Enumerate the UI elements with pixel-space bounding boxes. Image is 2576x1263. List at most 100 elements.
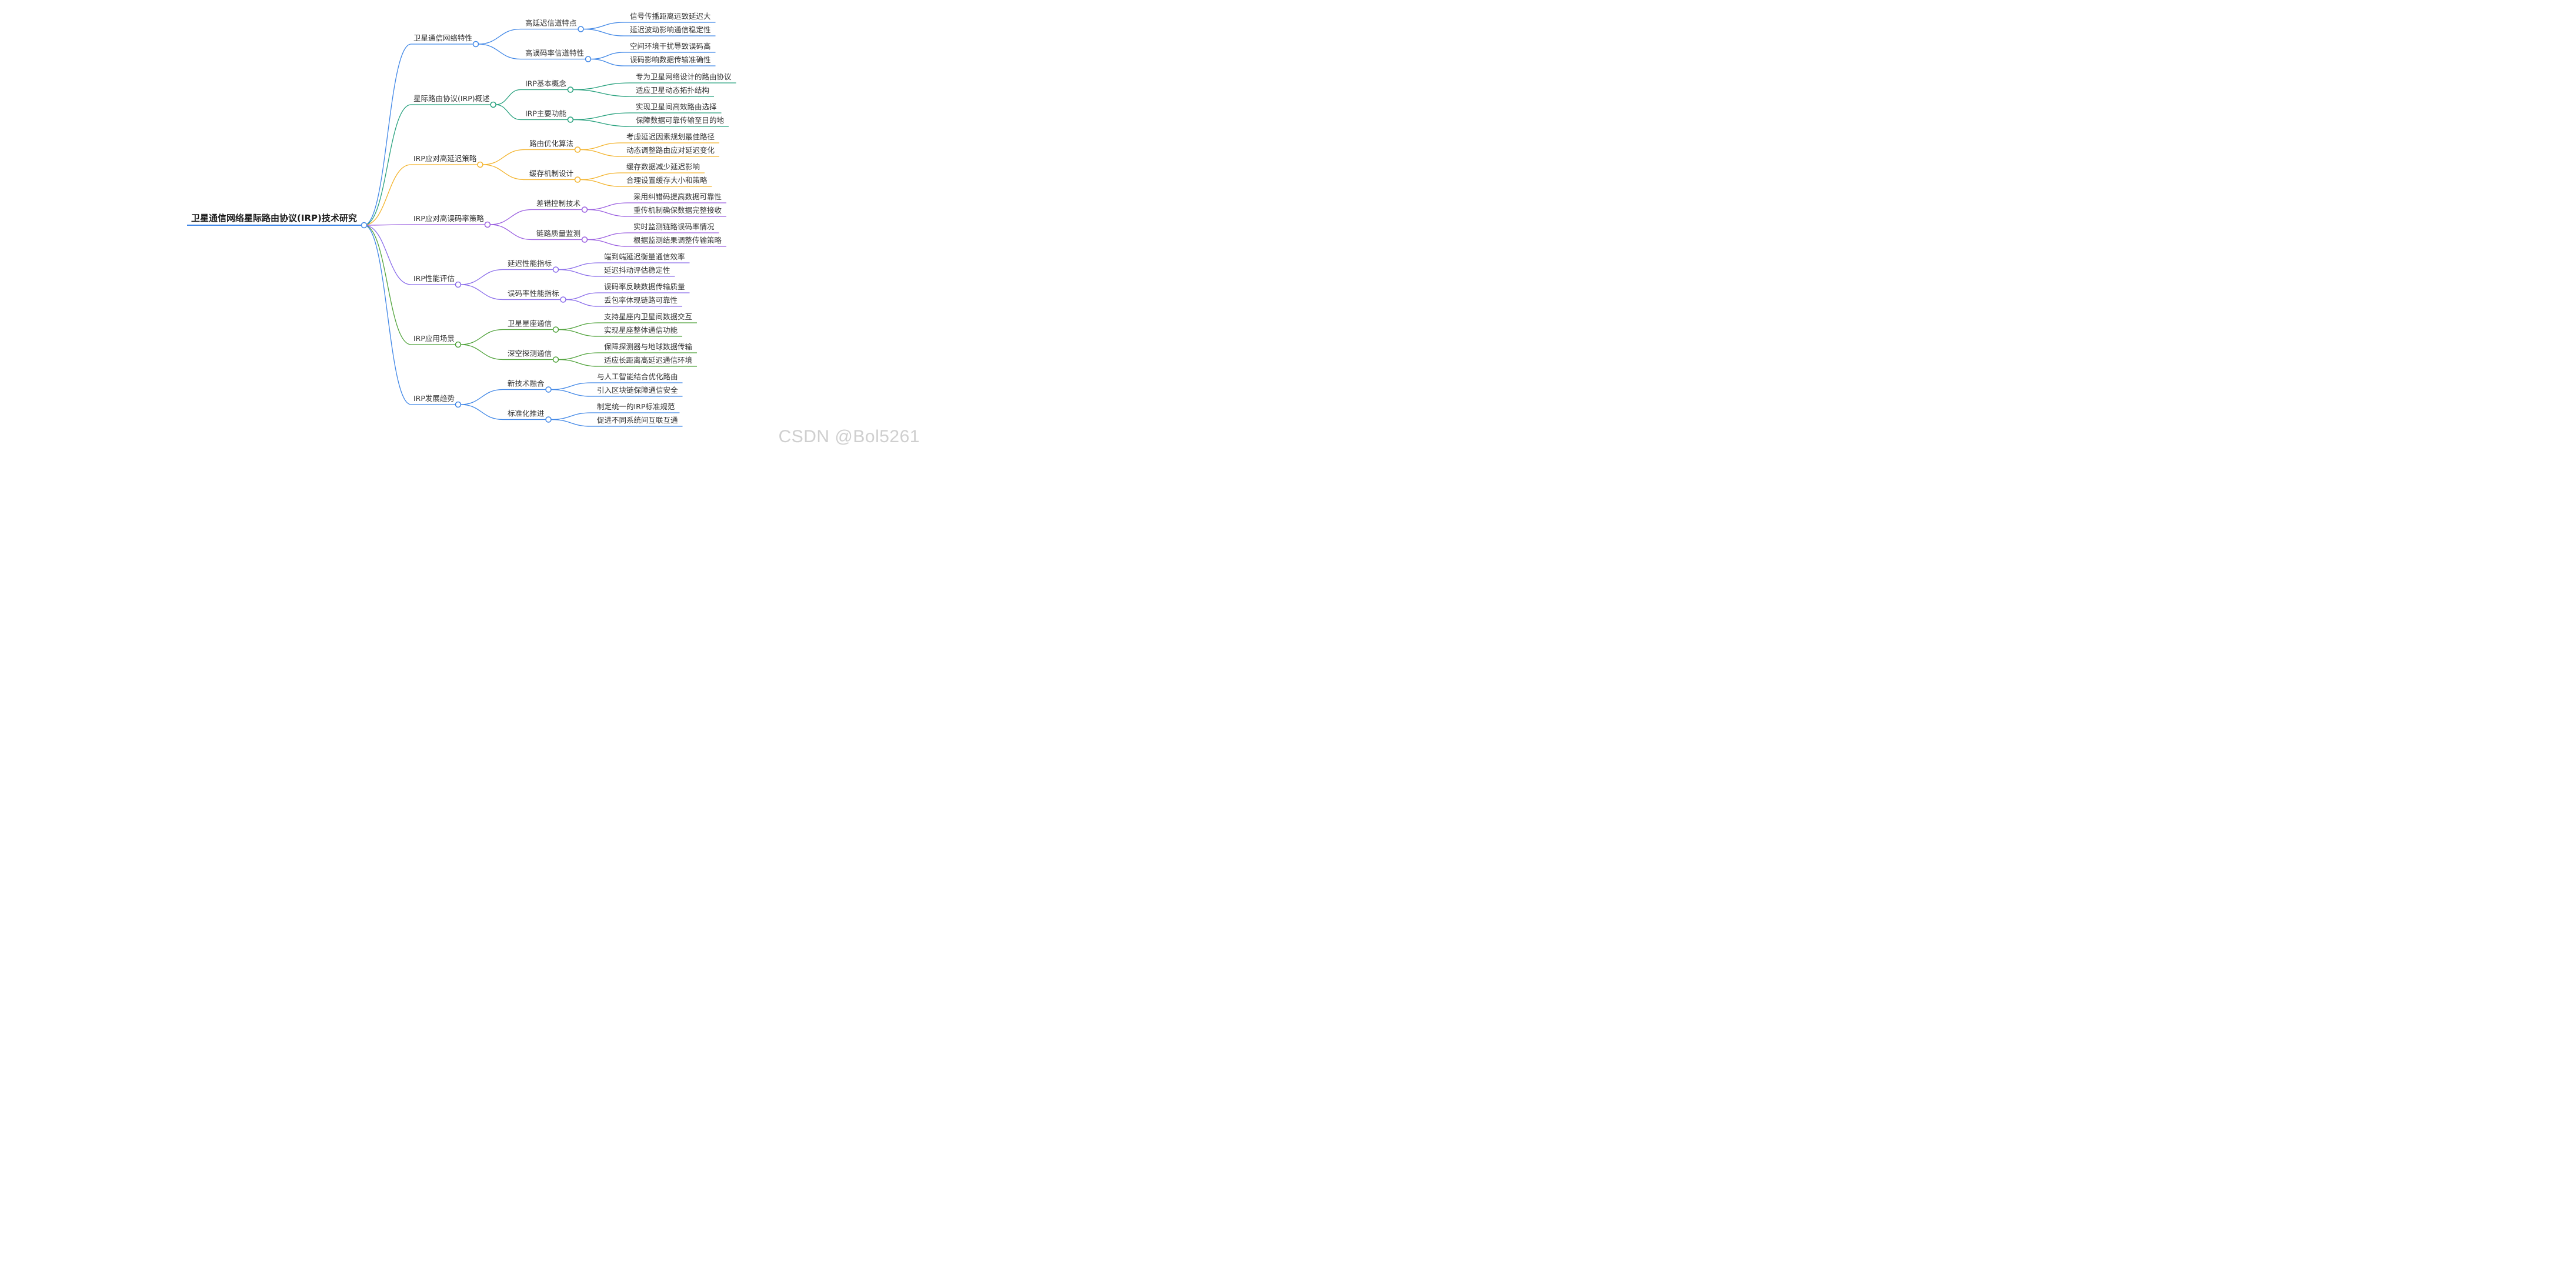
leaf-node[interactable]: 实时监测链路误码率情况 (628, 222, 719, 233)
leaf-node[interactable]: 支持星座内卫星间数据交互 (598, 312, 698, 323)
root-to-branch-edge (363, 164, 412, 226)
branch-node[interactable]: IRP应对高误码率策略 (411, 214, 491, 228)
leaf-node[interactable]: 误码影响数据传输准确性 (624, 55, 716, 66)
subtopic-collapse-toggle[interactable] (552, 356, 559, 363)
subtopic-node[interactable]: 差错控制技术 (532, 199, 588, 213)
branch-collapse-toggle[interactable] (472, 41, 479, 48)
leaf-node[interactable]: 引入区块链保障通信安全 (591, 386, 683, 397)
subtopic-collapse-toggle[interactable] (578, 26, 584, 32)
mindmap-edges (363, 22, 630, 427)
leaf-node[interactable]: 延迟抖动评估稳定性 (598, 266, 675, 277)
subtopic-node[interactable]: 深空探测通信 (503, 349, 559, 363)
subtopic-node[interactable]: 路由优化算法 (525, 139, 581, 153)
subtopic-node[interactable]: 高延迟信道特点 (520, 19, 584, 32)
subtopic-node[interactable]: 新技术融合 (503, 379, 552, 393)
subtopic-label: 新技术融合 (508, 379, 545, 388)
leaf-node[interactable]: 与人工智能结合优化路由 (591, 372, 683, 383)
subtopic-collapse-toggle[interactable] (560, 296, 566, 303)
subtopic-node[interactable]: 卫星星座通信 (503, 319, 559, 333)
leaf-node[interactable]: 丢包率体现链路可靠性 (598, 296, 683, 307)
leaf-node[interactable]: 保障探测器与地球数据传输 (598, 342, 698, 353)
branch-to-subtopic-edge (495, 104, 521, 121)
subtopic-to-leaf-edge (572, 89, 630, 97)
root-title: 卫星通信网络星际路由协议(IRP)技术研究 (191, 213, 357, 223)
leaf-node[interactable]: 动态调整路由应对延迟变化 (620, 146, 720, 157)
subtopic-to-leaf-edge (550, 389, 592, 397)
branch-collapse-toggle[interactable] (484, 221, 491, 228)
subtopic-to-leaf-edge (583, 28, 625, 36)
leaf-label: 适应长距离高延迟通信环境 (604, 356, 692, 365)
subtopic-to-leaf-edge (587, 232, 628, 240)
leaf-node[interactable]: 端到端延迟衡量通信效率 (598, 252, 690, 263)
leaf-node[interactable]: 误码率反映数据传输质量 (598, 282, 690, 293)
root-to-branch-edge (363, 225, 412, 345)
leaf-node[interactable]: 实现星座整体通信功能 (598, 326, 683, 337)
subtopic-node[interactable]: IRP基本概念 (520, 79, 574, 93)
subtopic-to-leaf-edge (572, 82, 630, 91)
subtopic-node[interactable]: 延迟性能指标 (503, 259, 559, 273)
subtopic-collapse-toggle[interactable] (567, 116, 574, 123)
branch-to-subtopic-edge (489, 209, 532, 225)
subtopic-to-leaf-edge (558, 269, 599, 277)
leaf-node[interactable]: 采用纠错码提高数据可靠性 (628, 192, 727, 203)
branch-to-subtopic-edge (460, 389, 503, 405)
leaf-node[interactable]: 信号传播距离远致延迟大 (624, 12, 716, 23)
root-node[interactable]: 卫星通信网络星际路由协议(IRP)技术研究 (187, 213, 368, 229)
branch-to-subtopic-edge (482, 149, 525, 165)
leaf-label: 与人工智能结合优化路由 (597, 372, 678, 381)
leaf-node[interactable]: 专为卫星网络设计的路由协议 (630, 72, 736, 83)
branch-label: IRP应用场景 (413, 334, 455, 343)
subtopic-node[interactable]: 高误码率信道特性 (520, 49, 592, 62)
leaf-node[interactable]: 保障数据可靠传输至目的地 (630, 116, 729, 127)
subtopic-to-leaf-edge (583, 22, 625, 30)
subtopic-collapse-toggle[interactable] (545, 386, 552, 393)
subtopic-collapse-toggle[interactable] (585, 56, 592, 62)
branch-node[interactable]: 星际路由协议(IRP)概述 (411, 94, 496, 108)
branch-node[interactable]: IRP发展趋势 (411, 394, 462, 408)
leaf-node[interactable]: 合理设置缓存大小和策略 (620, 176, 712, 187)
leaf-node[interactable]: 重传机制确保数据完整接收 (628, 206, 727, 217)
root-to-branch-edge (363, 225, 412, 285)
branch-to-subtopic-edge (478, 28, 521, 45)
leaf-node[interactable]: 适应卫星动态拓扑结构 (630, 86, 715, 97)
leaf-node[interactable]: 实现卫星间高效路由选择 (630, 102, 722, 113)
subtopic-collapse-toggle[interactable] (545, 416, 552, 423)
branch-node[interactable]: IRP应对高延迟策略 (411, 154, 483, 168)
leaf-node[interactable]: 延迟波动影响通信稳定性 (624, 25, 716, 36)
subtopic-collapse-toggle[interactable] (581, 206, 588, 213)
leaf-node[interactable]: 制定统一的IRP标准规范 (591, 402, 680, 413)
subtopic-node[interactable]: 误码率性能指标 (503, 289, 566, 303)
leaf-label: 支持星座内卫星间数据交互 (604, 312, 692, 321)
branch-collapse-toggle[interactable] (455, 281, 462, 288)
leaf-node[interactable]: 促进不同系统间互联互通 (591, 416, 683, 427)
leaf-node[interactable]: 根据监测结果调整传输策略 (628, 236, 727, 247)
branch-node[interactable]: 卫星通信网络特性 (411, 34, 479, 48)
branch-node[interactable]: IRP应用场景 (411, 334, 462, 348)
subtopic-collapse-toggle[interactable] (574, 176, 581, 183)
subtopic-label: 标准化推进 (508, 409, 545, 418)
subtopic-label: 差错控制技术 (536, 199, 581, 208)
leaf-node[interactable]: 缓存数据减少延迟影响 (620, 162, 705, 173)
subtopic-to-leaf-edge (572, 112, 630, 121)
leaf-node[interactable]: 空间环境干扰导致误码高 (624, 42, 716, 53)
subtopic-node[interactable]: 链路质量监测 (532, 229, 588, 243)
subtopic-collapse-toggle[interactable] (552, 326, 559, 333)
leaf-node[interactable]: 考虑延迟因素规划最佳路径 (620, 132, 720, 143)
branch-collapse-toggle[interactable] (455, 341, 462, 348)
root-collapse-toggle[interactable] (361, 222, 368, 229)
subtopic-collapse-toggle[interactable] (574, 146, 581, 153)
leaf-label: 引入区块链保障通信安全 (597, 386, 678, 395)
subtopic-collapse-toggle[interactable] (567, 86, 574, 93)
branch-to-subtopic-edge (489, 224, 532, 240)
branch-collapse-toggle[interactable] (490, 101, 496, 108)
subtopic-collapse-toggle[interactable] (552, 266, 559, 273)
subtopic-node[interactable]: 标准化推进 (503, 409, 552, 423)
branch-node[interactable]: IRP性能评估 (411, 274, 462, 288)
branch-collapse-toggle[interactable] (455, 401, 462, 408)
leaf-node[interactable]: 适应长距离高延迟通信环境 (598, 356, 698, 367)
subtopic-node[interactable]: IRP主要功能 (520, 109, 574, 123)
subtopic-to-leaf-edge (558, 262, 599, 270)
subtopic-node[interactable]: 缓存机制设计 (525, 169, 581, 183)
subtopic-collapse-toggle[interactable] (581, 236, 588, 243)
branch-collapse-toggle[interactable] (477, 161, 483, 168)
